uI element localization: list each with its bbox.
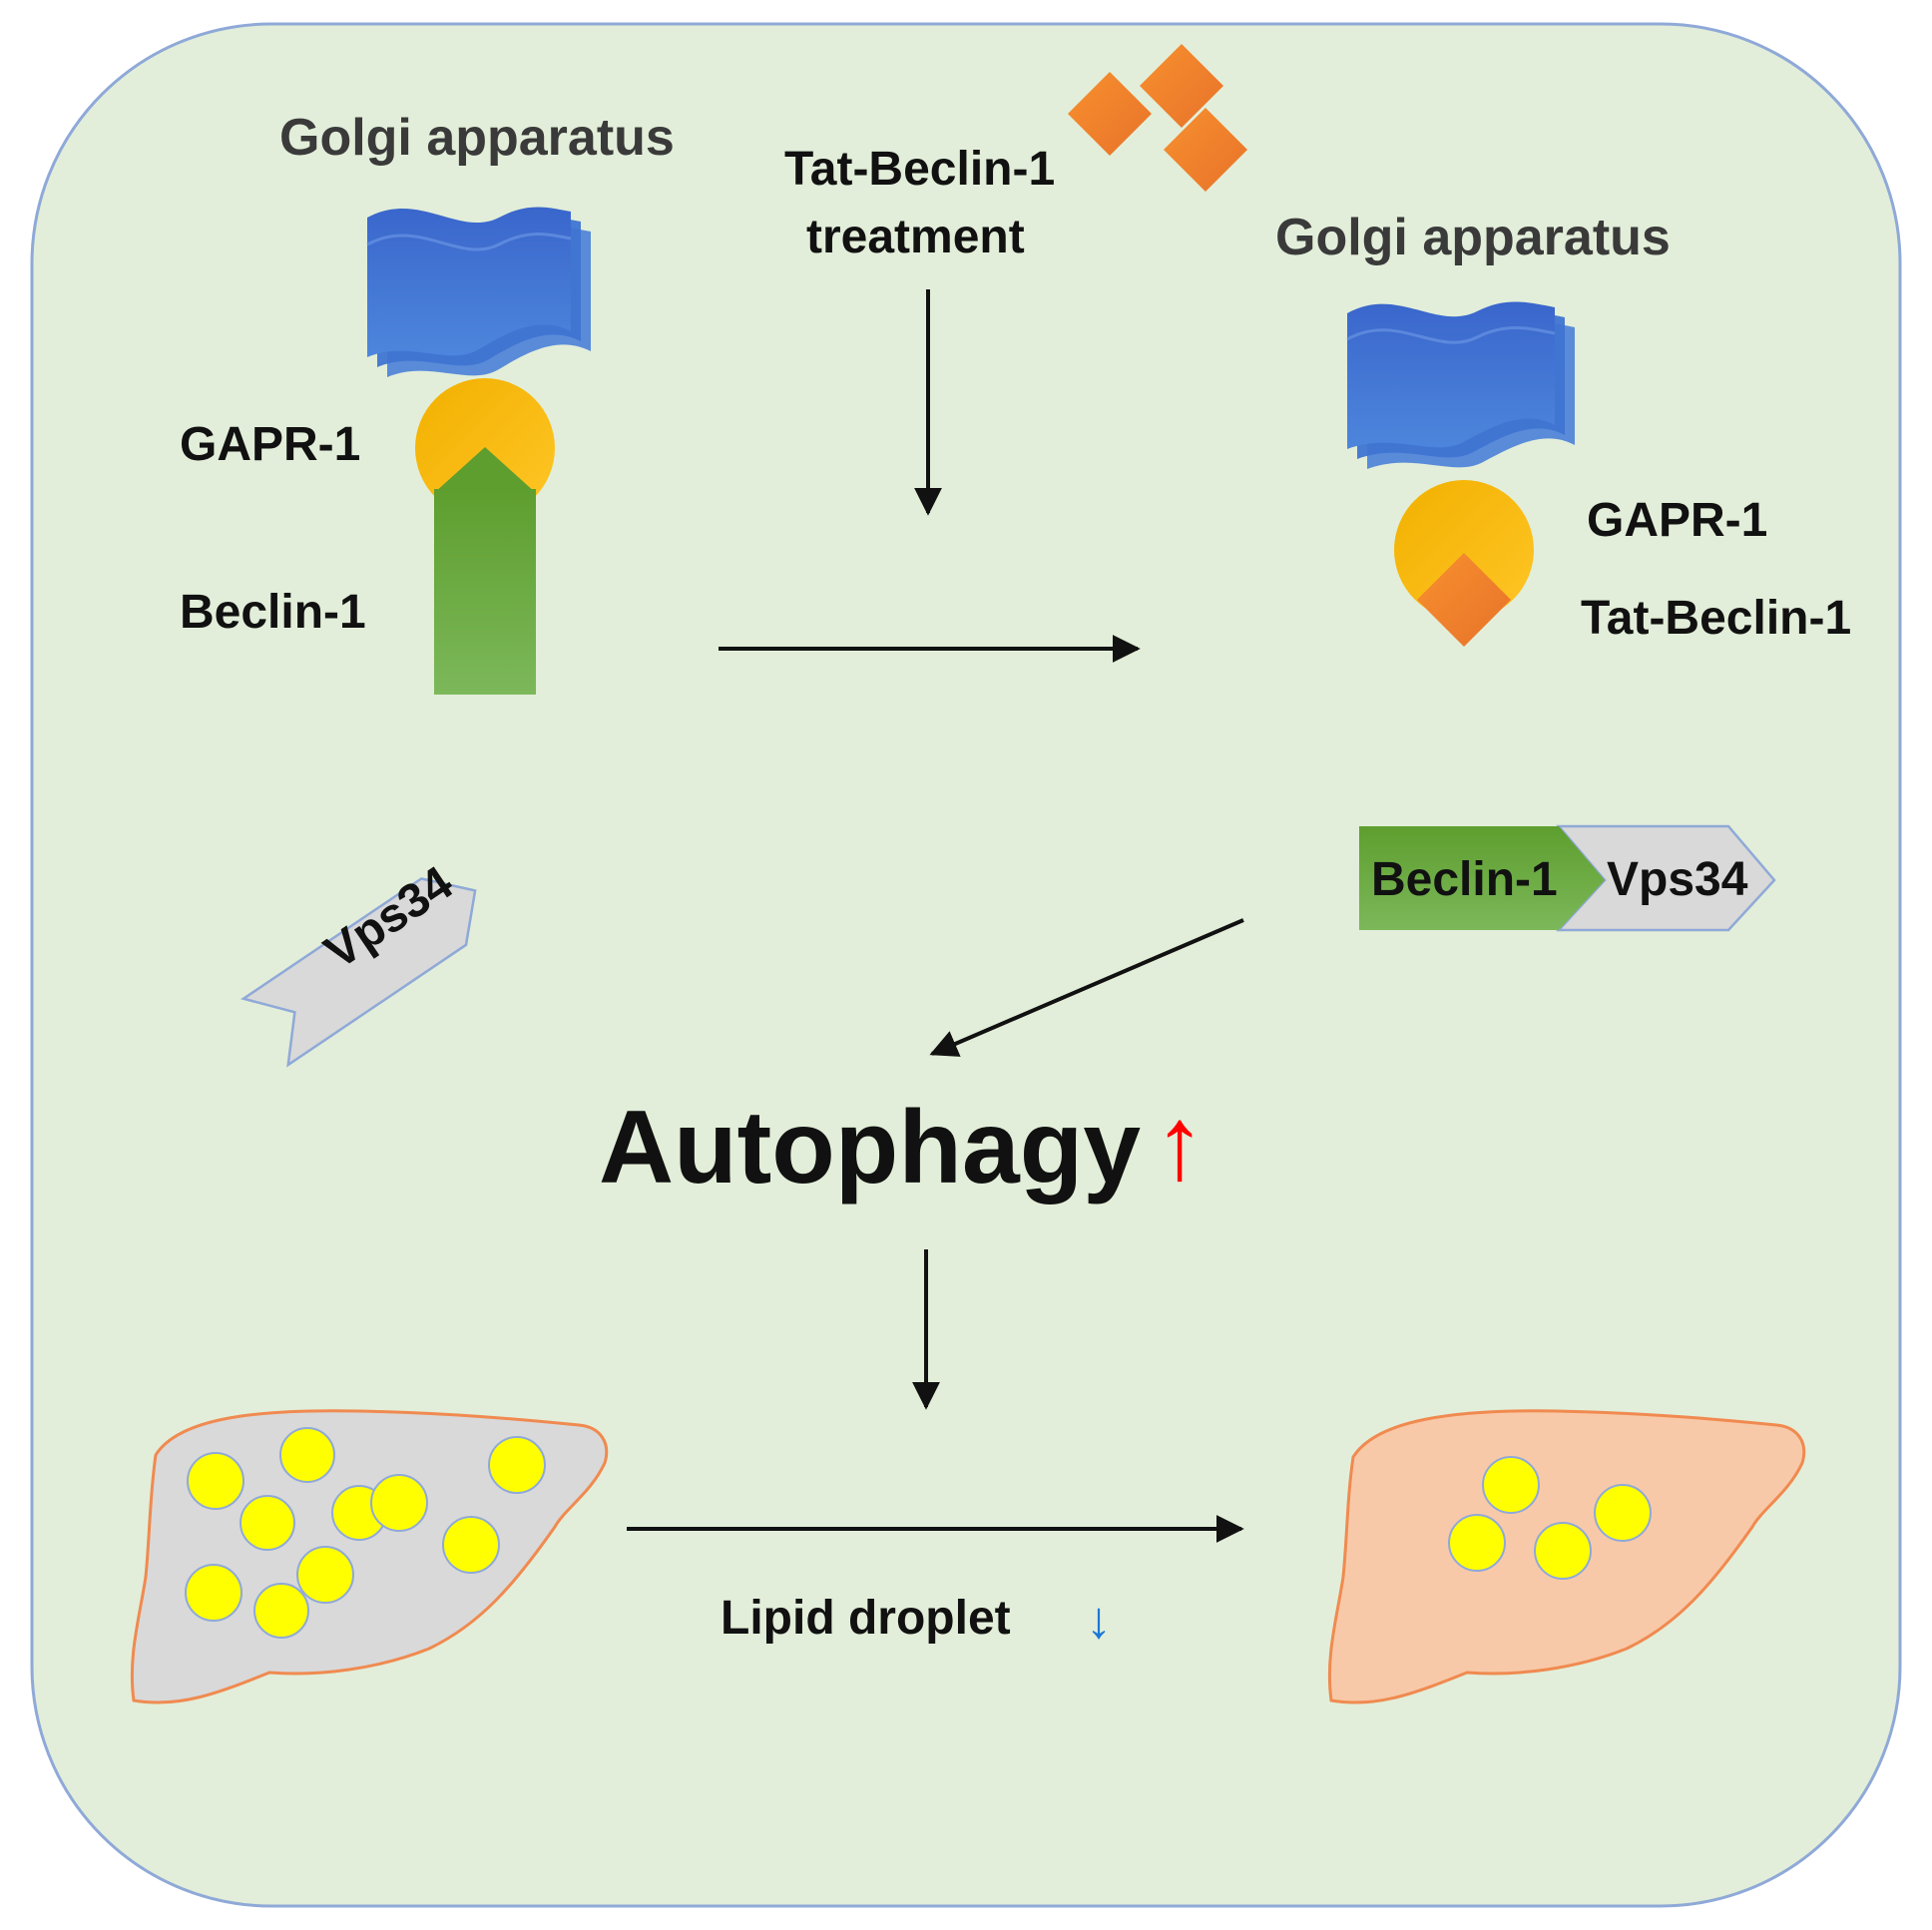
autophagy-up-arrow: ↑ (1154, 1086, 1206, 1202)
tat-beclin1-right-label: Tat-Beclin-1 (1581, 592, 1852, 645)
beclin1-left-label: Beclin-1 (180, 586, 366, 639)
liver-diseased (130, 1409, 609, 1704)
lipid-droplet (1594, 1484, 1652, 1542)
lipid-droplet (240, 1495, 295, 1551)
treatment-label-line1: Tat-Beclin-1 (784, 143, 1056, 196)
gapr1-tatbeclin1-complex-right (1394, 480, 1534, 647)
complex-vps34-label: Vps34 (1607, 853, 1748, 906)
complex-beclin1-label: Beclin-1 (1371, 853, 1558, 906)
golgi-left-shape (366, 207, 591, 377)
lipid-droplet (442, 1516, 500, 1574)
gapr1-beclin1-complex-left (415, 378, 555, 695)
complex-to-autophagy-arrow (929, 918, 1244, 1057)
lipid-droplet (187, 1452, 244, 1510)
gapr1-right-label: GAPR-1 (1587, 494, 1768, 547)
tat-beclin1-peptides (1068, 44, 1247, 192)
lipid-droplet-label: Lipid droplet (721, 1592, 1011, 1645)
golgi-left-label: Golgi apparatus (279, 109, 675, 167)
golgi-right-shape (1346, 301, 1575, 469)
treatment-label-line2: treatment (806, 211, 1025, 263)
liver-healthy (1327, 1409, 1806, 1704)
lipid-droplet (1534, 1522, 1592, 1580)
beclin1-vps34-complex (1359, 824, 1776, 932)
lipid-droplet (253, 1583, 309, 1639)
gapr1-left-label: GAPR-1 (180, 418, 361, 471)
golgi-right-label: Golgi apparatus (1275, 209, 1671, 266)
lipid-droplet (296, 1546, 354, 1604)
lipid-droplet (488, 1436, 546, 1494)
lipid-droplet (370, 1474, 428, 1532)
lipid-droplet (1482, 1456, 1540, 1514)
lipid-droplet (185, 1564, 242, 1622)
lipid-droplet (1448, 1514, 1506, 1572)
vps34-free-shape (241, 877, 477, 1068)
lipid-down-arrow: ↓ (1086, 1592, 1112, 1650)
autophagy-label: Autophagy (599, 1090, 1142, 1206)
lipid-droplet (279, 1427, 335, 1483)
